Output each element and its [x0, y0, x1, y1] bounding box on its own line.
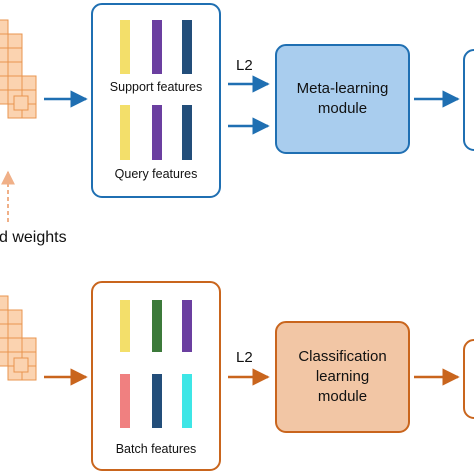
support-bar-2: [152, 20, 162, 74]
top-output-box: [463, 49, 474, 151]
top-distance-label: L2: [236, 57, 253, 74]
bottom-distance-label: L2: [236, 349, 253, 366]
batch-feature-bars-row1: [120, 300, 192, 352]
meta-learning-module-box: [275, 44, 410, 154]
batch-feature-bars-row2: [120, 374, 192, 428]
top-network-icon: [0, 19, 37, 119]
batch-bar-6: [182, 374, 192, 428]
meta-module-line2: module: [317, 100, 368, 117]
batch-bar-4: [120, 374, 130, 428]
query-bar-2: [152, 105, 162, 160]
bottom-output-box: [463, 339, 474, 419]
weights-label: d weights: [0, 229, 67, 246]
support-bar-1: [120, 20, 130, 74]
batch-bar-1: [120, 300, 130, 352]
query-feature-bars: [120, 105, 192, 160]
support-feature-bars: [120, 20, 192, 74]
query-bar-1: [120, 105, 130, 160]
batch-bar-3: [182, 300, 192, 352]
batch-features-label: Batch features: [115, 442, 197, 456]
support-bar-3: [182, 20, 192, 74]
batch-bar-5: [152, 374, 162, 428]
meta-learning-module-title: Meta-learning module: [276, 45, 409, 153]
meta-module-line1: Meta-learning: [296, 80, 389, 97]
class-module-line1: Classification: [298, 348, 387, 365]
class-module-line3: module: [317, 388, 368, 405]
classification-module-title: Classification learning module: [276, 322, 409, 432]
batch-bar-2: [152, 300, 162, 352]
query-bar-3: [182, 105, 192, 160]
classification-module-box: [275, 321, 410, 433]
bottom-network-icon: [0, 295, 37, 381]
support-features-label: Support features: [109, 80, 203, 94]
class-module-line2: learning: [315, 368, 370, 385]
query-features-label: Query features: [114, 167, 198, 181]
